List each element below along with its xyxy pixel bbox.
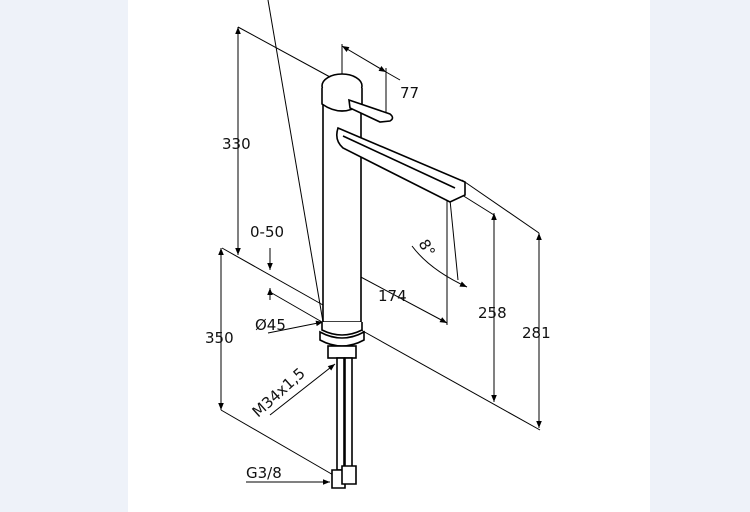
label-angle: 8° — [415, 236, 439, 260]
label-77: 77 — [400, 84, 419, 102]
dim-line-77 — [341, 45, 387, 73]
faucet — [319, 73, 466, 489]
dim-line-77-tail — [385, 71, 401, 81]
label-thread: M34x1,5 — [249, 364, 309, 421]
extension-line — [449, 199, 459, 281]
label-281: 281 — [522, 324, 551, 342]
base-collar — [321, 322, 363, 336]
lever-handle — [348, 98, 394, 123]
label-174: 174 — [378, 287, 407, 305]
extension-line — [269, 291, 323, 323]
extension-line — [237, 26, 331, 78]
hose-right — [344, 357, 353, 471]
spout-edge — [342, 135, 456, 189]
hose-left — [336, 357, 345, 471]
leader-diameter — [267, 320, 324, 334]
label-350: 350 — [205, 329, 234, 347]
unused — [267, 0, 324, 323]
extension-line — [360, 329, 541, 431]
faucet-body — [322, 85, 362, 323]
label-diameter: Ø45 — [255, 316, 286, 334]
angle-arc-8 — [411, 245, 468, 288]
label-0-50: 0-50 — [250, 223, 284, 241]
extension-line — [461, 179, 540, 234]
connection-nut-right — [341, 465, 357, 485]
spout — [336, 126, 466, 203]
mounting-nut — [327, 345, 357, 359]
extension-line — [461, 194, 495, 216]
label-connection: G3/8 — [246, 464, 282, 482]
drawing-sheet — [128, 0, 650, 512]
extension-line — [221, 247, 324, 306]
label-330: 330 — [222, 135, 251, 153]
label-258: 258 — [478, 304, 507, 322]
leader-thread — [269, 363, 336, 416]
extension-line — [220, 409, 336, 477]
base-ring — [319, 330, 365, 347]
